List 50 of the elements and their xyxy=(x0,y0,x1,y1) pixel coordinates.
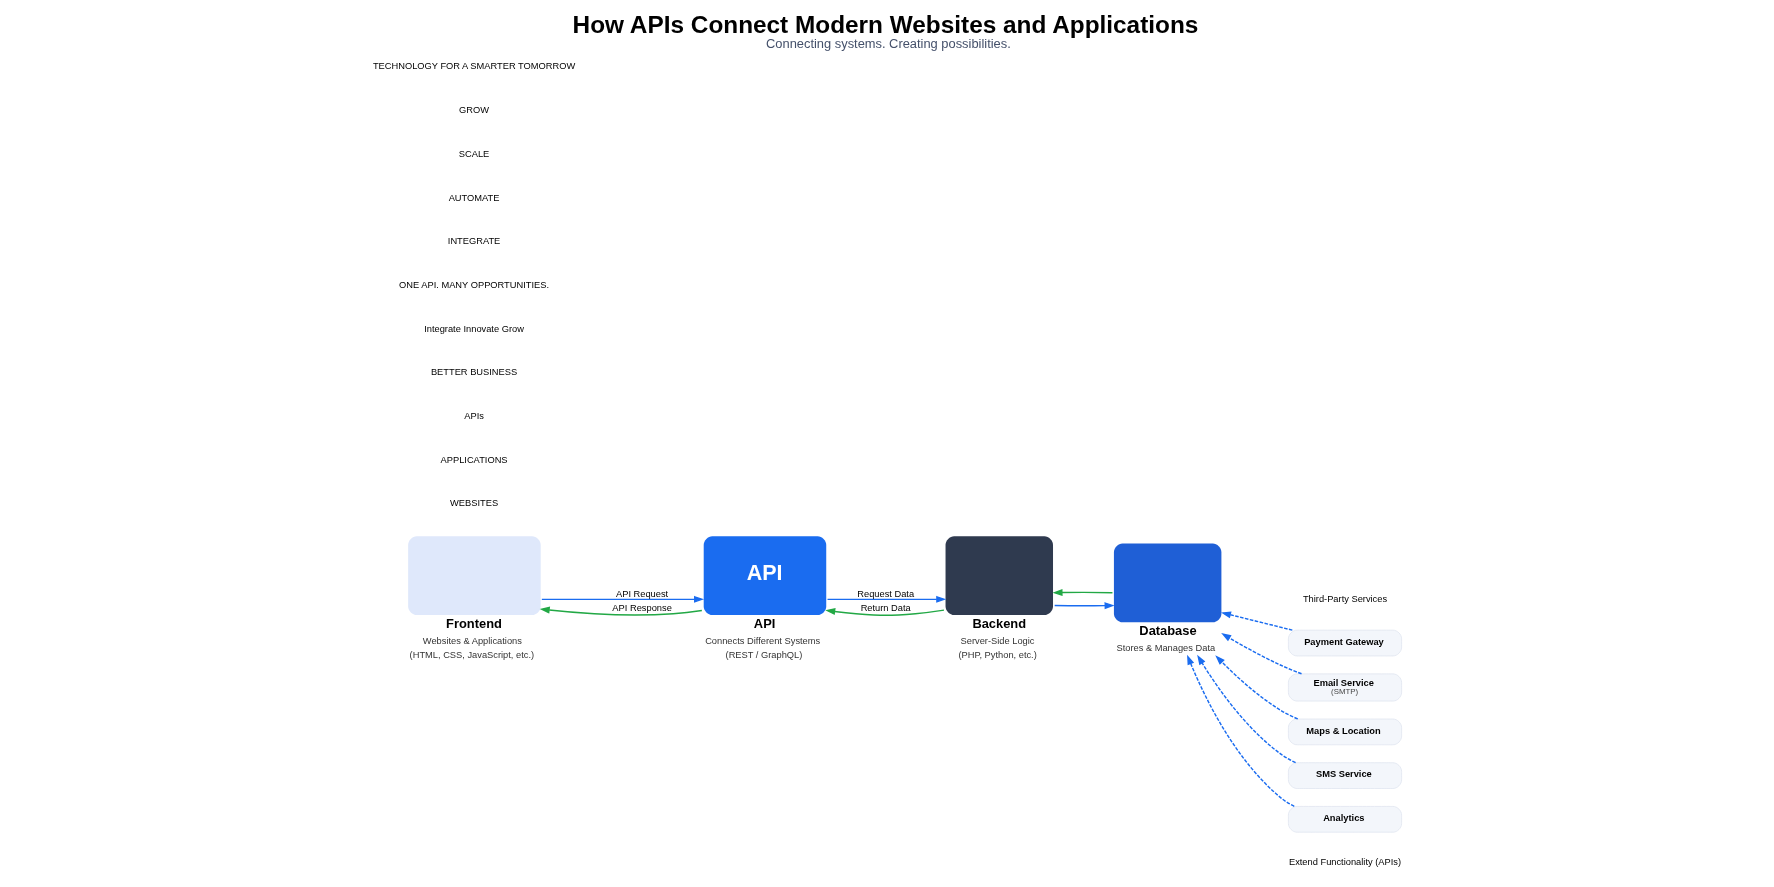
arrow xyxy=(824,608,945,616)
arrow xyxy=(1214,655,1298,720)
node-box: SMS Service xyxy=(1287,762,1402,789)
edge-label: Return Data xyxy=(860,603,911,614)
label: AUTOMATE xyxy=(448,192,499,203)
label: INTEGRATE xyxy=(447,236,500,247)
node-label: Server-Side Logic xyxy=(960,636,1034,647)
edge-label: API Response xyxy=(611,603,672,614)
arrow xyxy=(1186,654,1295,808)
arrow xyxy=(1052,589,1113,597)
label: TECHNOLOGY FOR A SMARTER TOMORROW xyxy=(372,61,575,72)
edge-label: API Request xyxy=(615,588,668,599)
arrow xyxy=(540,595,704,603)
label: Extend Functionality (APIs) xyxy=(1288,857,1401,868)
label: GROW xyxy=(458,105,489,116)
arrow xyxy=(1053,602,1115,610)
node-label: Database xyxy=(1138,622,1197,638)
node-label: (HTML, CSS, JavaScript, etc.) xyxy=(409,650,534,661)
node-box: API xyxy=(703,536,826,616)
label: SCALE xyxy=(458,148,489,159)
node-label: Backend xyxy=(971,615,1026,631)
label: WEBSITES xyxy=(449,498,498,509)
label: Third-Party Services xyxy=(1302,593,1387,604)
node-label: Connects Different Systems xyxy=(704,636,820,647)
caption: Connecting systems. Creating possibilities. xyxy=(765,35,1011,51)
arrow xyxy=(1196,654,1296,764)
label: BETTER BUSINESS xyxy=(430,367,517,378)
label: ONE API. MANY OPPORTUNITIES. xyxy=(398,279,549,290)
node-box xyxy=(1113,543,1221,623)
node-box xyxy=(407,536,541,616)
edge-label: Request Data xyxy=(856,588,914,599)
node-box: Analytics xyxy=(1287,806,1402,833)
node-box: Maps & Location xyxy=(1287,718,1402,746)
label: APIs xyxy=(463,411,484,422)
arrow xyxy=(539,606,703,616)
label: Integrate Innovate Grow xyxy=(423,323,524,334)
node-label: (PHP, Python, etc.) xyxy=(957,650,1037,661)
arrow xyxy=(1220,633,1302,675)
node-box: Email Service (SMTP) xyxy=(1287,673,1402,702)
node-label: Websites & Applications xyxy=(422,636,522,647)
node-label: Frontend xyxy=(445,615,502,631)
node-box xyxy=(945,536,1053,616)
diagram-title: How APIs Connect Modern Websites and Applications xyxy=(572,10,1198,38)
node-label: (REST / GraphQL) xyxy=(725,650,802,661)
node-label: Stores & Manages Data xyxy=(1115,643,1215,654)
node-box: Payment Gateway xyxy=(1287,629,1402,657)
arrow xyxy=(1220,611,1293,631)
label: APPLICATIONS xyxy=(440,454,508,465)
arrow xyxy=(826,595,946,603)
node-label: API xyxy=(753,615,775,631)
